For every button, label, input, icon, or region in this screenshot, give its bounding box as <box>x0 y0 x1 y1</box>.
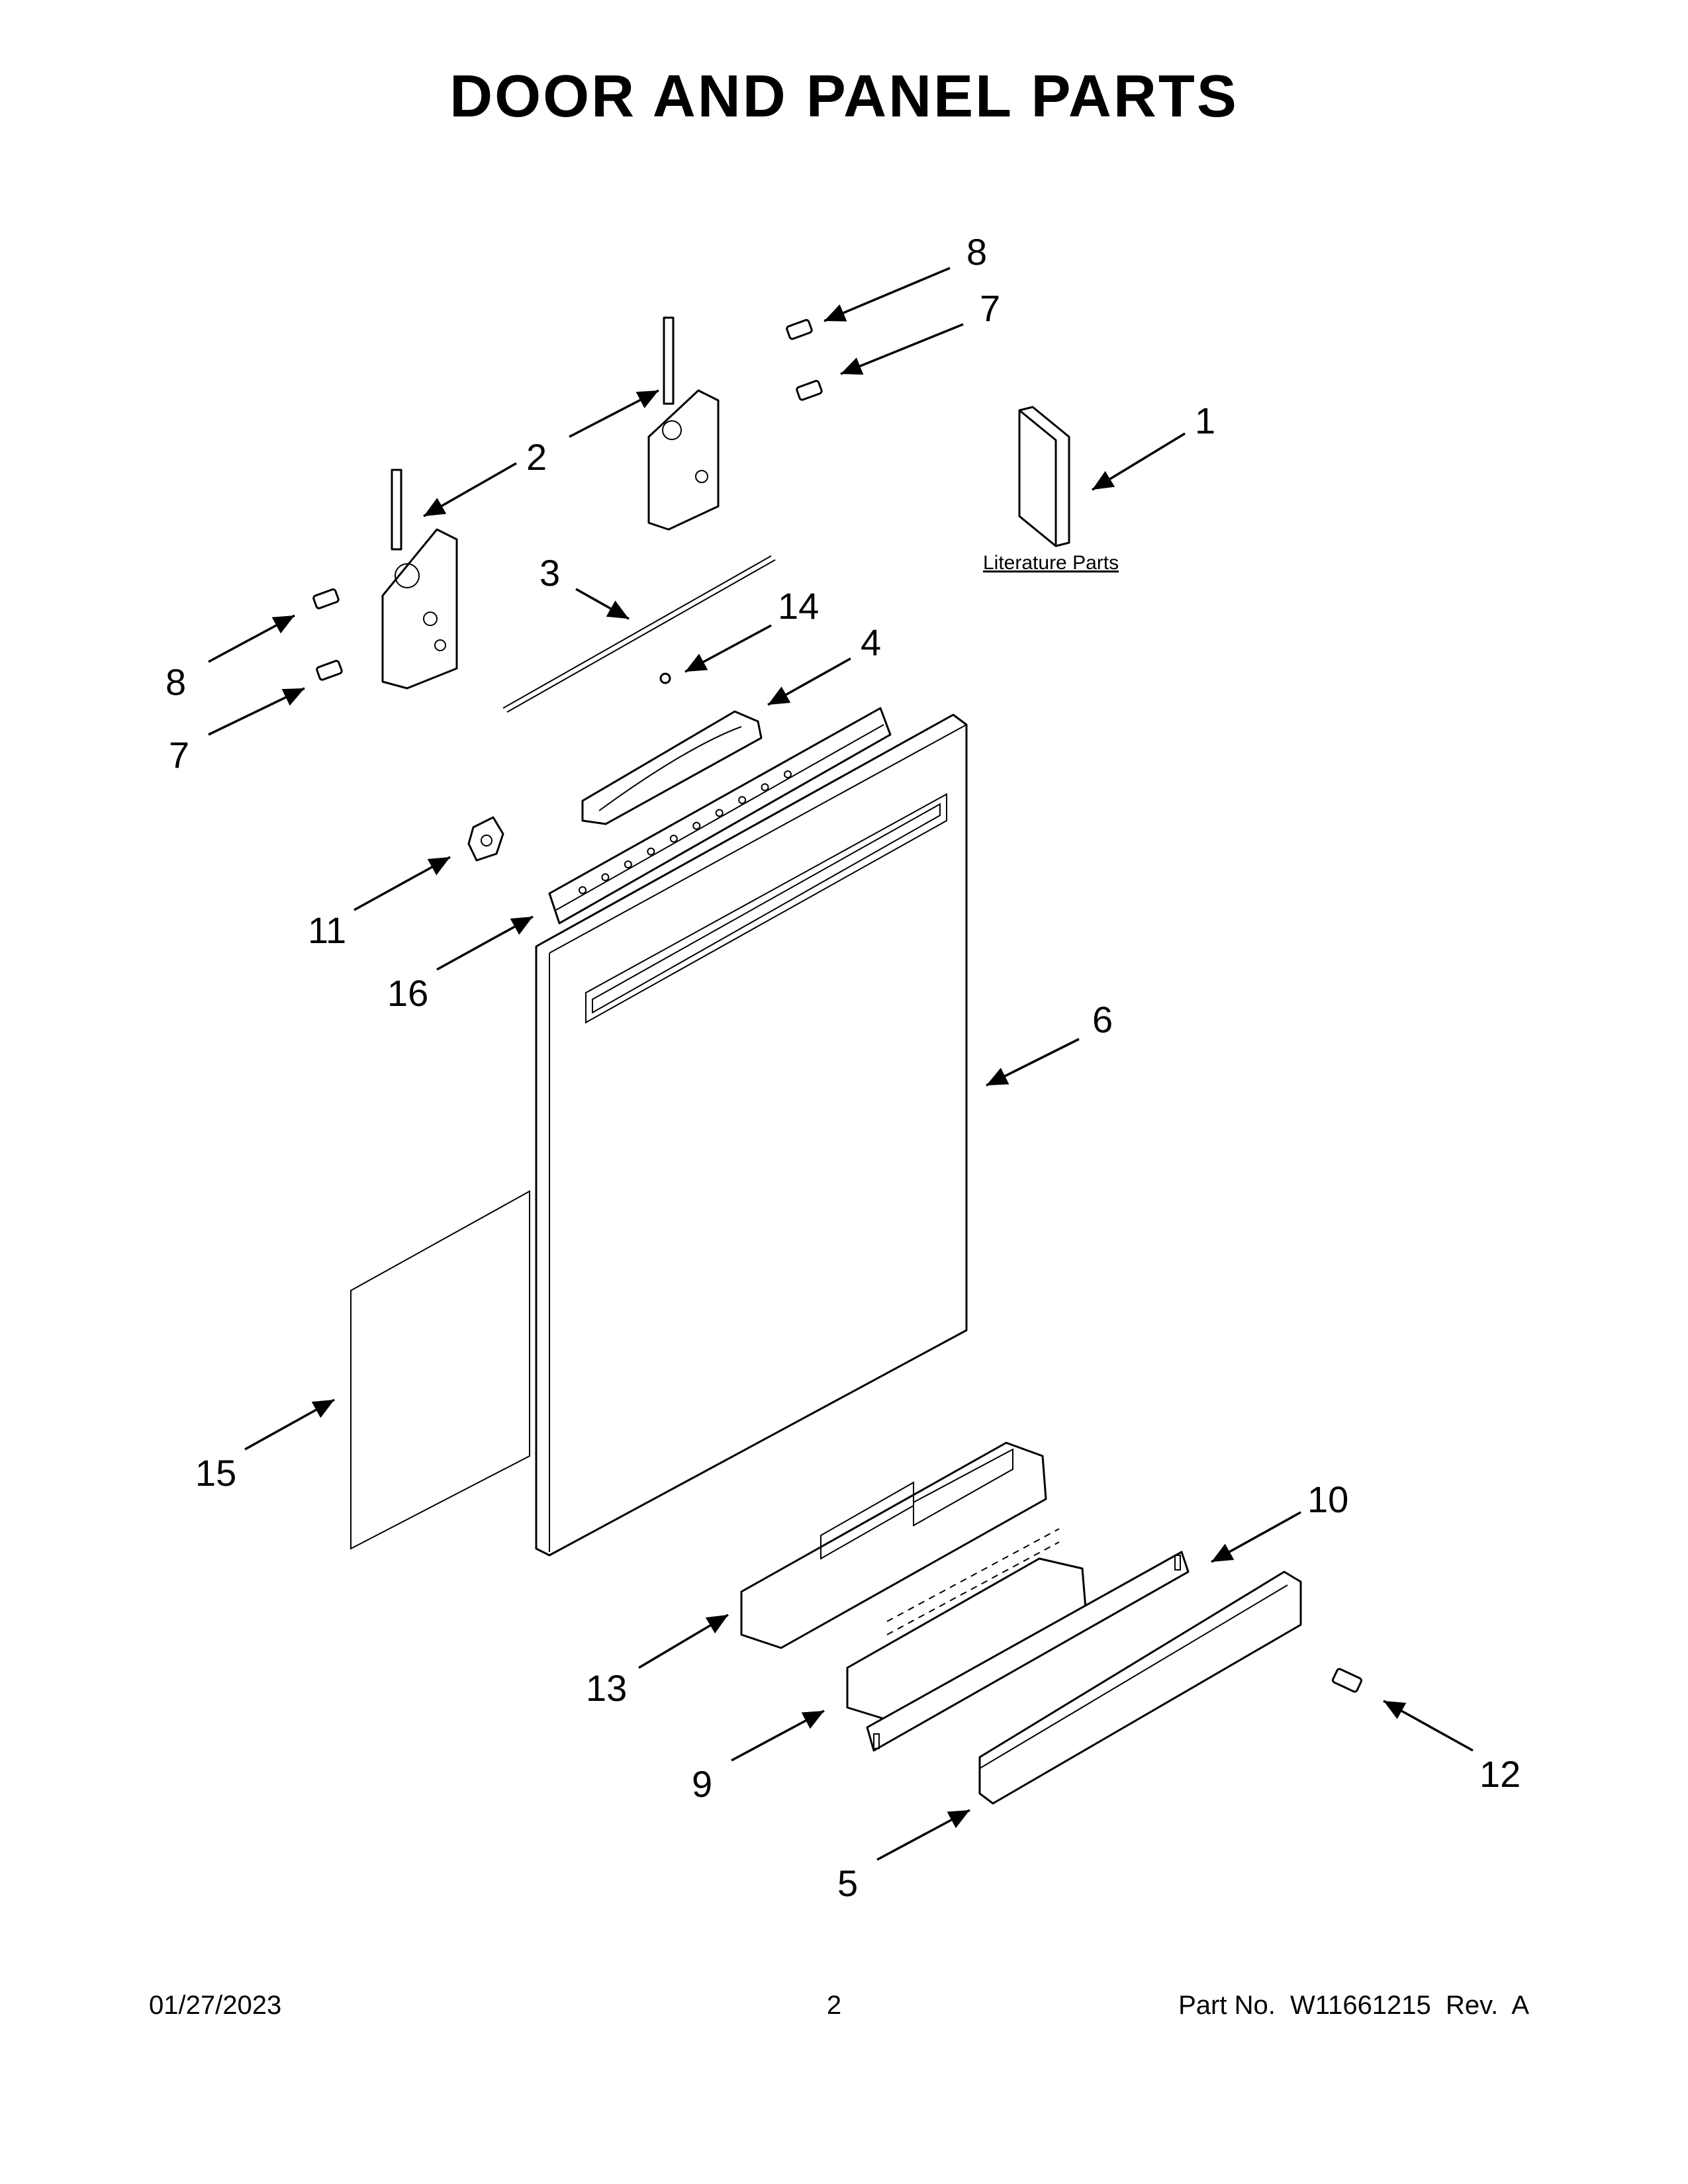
callout-12: 12 <box>1479 1753 1521 1795</box>
part-8-screw-lower <box>312 588 340 610</box>
part-6-outer-door-panel <box>535 713 968 1557</box>
part-14-screw <box>659 672 671 684</box>
console-button-mark <box>579 886 586 894</box>
callout-13: 13 <box>586 1667 627 1709</box>
callout-11: 11 <box>308 909 346 951</box>
console-button-mark <box>601 873 610 882</box>
page-title: DOOR AND PANEL PARTS <box>449 64 1239 130</box>
callout-8-lower: 8 <box>165 661 186 703</box>
callout-6: 6 <box>1092 999 1113 1040</box>
leader-arrows <box>208 267 1474 1861</box>
callout-3: 3 <box>539 552 560 594</box>
callout-7-upper: 7 <box>980 287 1000 329</box>
part-8-screw-upper <box>786 319 813 340</box>
footer-page-number: 2 <box>826 1991 842 2020</box>
part-5-toe-panel <box>978 1570 1302 1805</box>
callout-15: 15 <box>195 1452 236 1494</box>
console-button-mark <box>738 796 747 804</box>
part-1-literature <box>1018 406 1070 547</box>
footer-part-number: Part No. W11661215 Rev. A <box>1178 1991 1529 2020</box>
part-7-screw-lower <box>316 660 343 681</box>
callout-5: 5 <box>837 1862 858 1904</box>
callout-7-lower: 7 <box>169 734 189 776</box>
part-11-latch <box>467 816 504 862</box>
console-button-mark <box>692 821 701 830</box>
part-4-handle <box>581 710 763 825</box>
callout-10: 10 <box>1307 1479 1348 1520</box>
callout-16: 16 <box>387 972 428 1014</box>
console-button-mark <box>761 783 769 792</box>
console-button-mark <box>624 860 632 869</box>
part-3-rod <box>502 555 776 713</box>
part-15-back-panel <box>350 1190 530 1550</box>
callout-2: 2 <box>526 436 547 478</box>
part-2-left-hinge <box>381 469 458 690</box>
callout-1: 1 <box>1195 400 1215 441</box>
part-16-console-trim <box>548 707 892 925</box>
console-button-mark <box>647 847 655 856</box>
part-12-screw <box>1332 1668 1362 1693</box>
part-7-screw-upper <box>796 380 823 401</box>
console-button-mark <box>669 835 678 843</box>
console-button-mark <box>715 809 724 817</box>
part-2-right-hinge <box>647 316 720 531</box>
literature-parts-label: Literature Parts <box>983 552 1119 574</box>
callout-14: 14 <box>778 585 819 627</box>
footer-date: 01/27/2023 <box>149 1991 282 2020</box>
callout-9: 9 <box>692 1763 712 1805</box>
part-13-insulation <box>740 1441 1047 1649</box>
callout-4: 4 <box>861 621 881 663</box>
callout-8-upper: 8 <box>966 231 987 273</box>
part-10-strip <box>866 1551 1190 1752</box>
console-button-mark <box>784 770 792 778</box>
